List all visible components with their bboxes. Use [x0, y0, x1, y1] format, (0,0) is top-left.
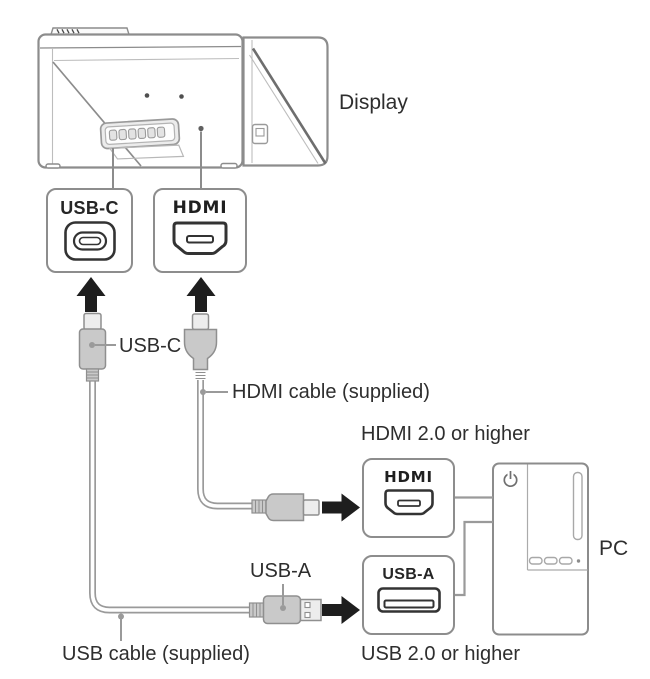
- display-illustration: [37, 27, 329, 188]
- display-foot-left: [45, 163, 61, 169]
- connector-line-usba-to-pc: [455, 520, 493, 597]
- pc-illustration: [492, 462, 589, 636]
- usba-leader-dot: [280, 605, 286, 611]
- usbc-neck-ridges: [87, 371, 98, 379]
- hdmi-plug-illustration: [183, 313, 228, 395]
- hdmi-port-icon: [172, 221, 228, 255]
- hdmi-requirement-label: HDMI 2.0 or higher: [361, 423, 530, 445]
- display-foot-right: [220, 162, 238, 169]
- cover-label-glyph: [255, 127, 265, 137]
- usbc-plug-leader-dot: [89, 342, 95, 348]
- usbc-plug-illustration: [78, 312, 116, 382]
- pc-usba-port-label: USB-A: [382, 566, 435, 583]
- usbc-plug-label: USB-C: [119, 335, 182, 357]
- hdmi-cable-label: HDMI cable (supplied): [232, 381, 430, 403]
- usba-plug-illustration: [248, 584, 322, 625]
- usb-c-port-icon: [63, 221, 116, 261]
- usba-neck-ridges: [252, 603, 261, 617]
- hdmi-plug-tip: [191, 313, 210, 331]
- vesa-hole-right: [179, 94, 184, 99]
- hdmi-cable-leader-dot: [200, 389, 206, 395]
- usbc-plug-body: [78, 328, 107, 370]
- pc-hdmi-port-icon: [383, 489, 434, 516]
- arrow-right-usba: [322, 596, 360, 624]
- usba-tip-hole-top: [304, 601, 311, 609]
- pc-drive-slot: [572, 471, 583, 541]
- pc-body: [492, 462, 589, 636]
- usba-tip-hole-bottom: [304, 611, 311, 619]
- flow-arrows: [76, 277, 360, 624]
- display-hdmi-port-label: HDMI: [172, 198, 228, 218]
- vesa-hole-left: [144, 93, 150, 98]
- hdmi-h-neck-ridges: [255, 500, 263, 513]
- display-label: Display: [339, 91, 408, 114]
- hdmi-neck-ridges: [195, 372, 206, 379]
- pc-usba-port-box: USB-A: [362, 555, 455, 635]
- display-usbc-port-label: USB-C: [60, 198, 119, 218]
- usba-metal-tip: [299, 598, 322, 622]
- usb-cable: [89, 380, 250, 614]
- pc-front-slots: [528, 556, 573, 565]
- usb-requirement-label: USB 2.0 or higher: [361, 643, 520, 665]
- panel-port-openings: [108, 126, 166, 141]
- arrow-up-hdmi: [186, 277, 216, 312]
- cover-label-plate: [251, 123, 269, 145]
- cover-diagonal-thick: [251, 47, 327, 165]
- display-inner-line: [53, 57, 240, 62]
- arrow-up-usbc: [76, 277, 106, 312]
- display-top-bar-line: [39, 45, 242, 49]
- hdmi-cable: [197, 380, 253, 510]
- usb-a-port-icon: [376, 587, 441, 613]
- usb-cable-label: USB cable (supplied): [62, 643, 250, 665]
- pc-label: PC: [599, 537, 629, 560]
- hdmi-leader-dot: [198, 125, 204, 132]
- display-usbc-port-box: USB-C: [46, 188, 133, 273]
- hdmi-plug-body: [183, 328, 218, 371]
- pc-hdmi-port-box: HDMI: [362, 458, 455, 538]
- display-port-panel: [99, 118, 185, 160]
- arrow-right-hdmi: [322, 493, 360, 522]
- power-icon: [503, 471, 518, 488]
- display-vent-lines: [56, 29, 80, 34]
- display-body: [37, 33, 244, 169]
- display-hdmi-port-box: HDMI: [153, 188, 247, 273]
- usb-cable-leader: [118, 613, 124, 641]
- pc-hdmi-port-label: HDMI: [384, 468, 433, 486]
- pc-front-dot: [576, 559, 581, 563]
- cover-diagonal-thin: [249, 54, 319, 164]
- hdmi-h-tip: [302, 499, 320, 516]
- usba-plug-label: USB-A: [250, 560, 312, 582]
- usbc-plug-tip: [83, 312, 102, 331]
- display-stand-diagonal: [52, 61, 142, 167]
- hdmi-plug-horizontal: [251, 493, 320, 522]
- panel-flap-outline: [108, 144, 185, 160]
- hdmi-h-body: [265, 493, 305, 522]
